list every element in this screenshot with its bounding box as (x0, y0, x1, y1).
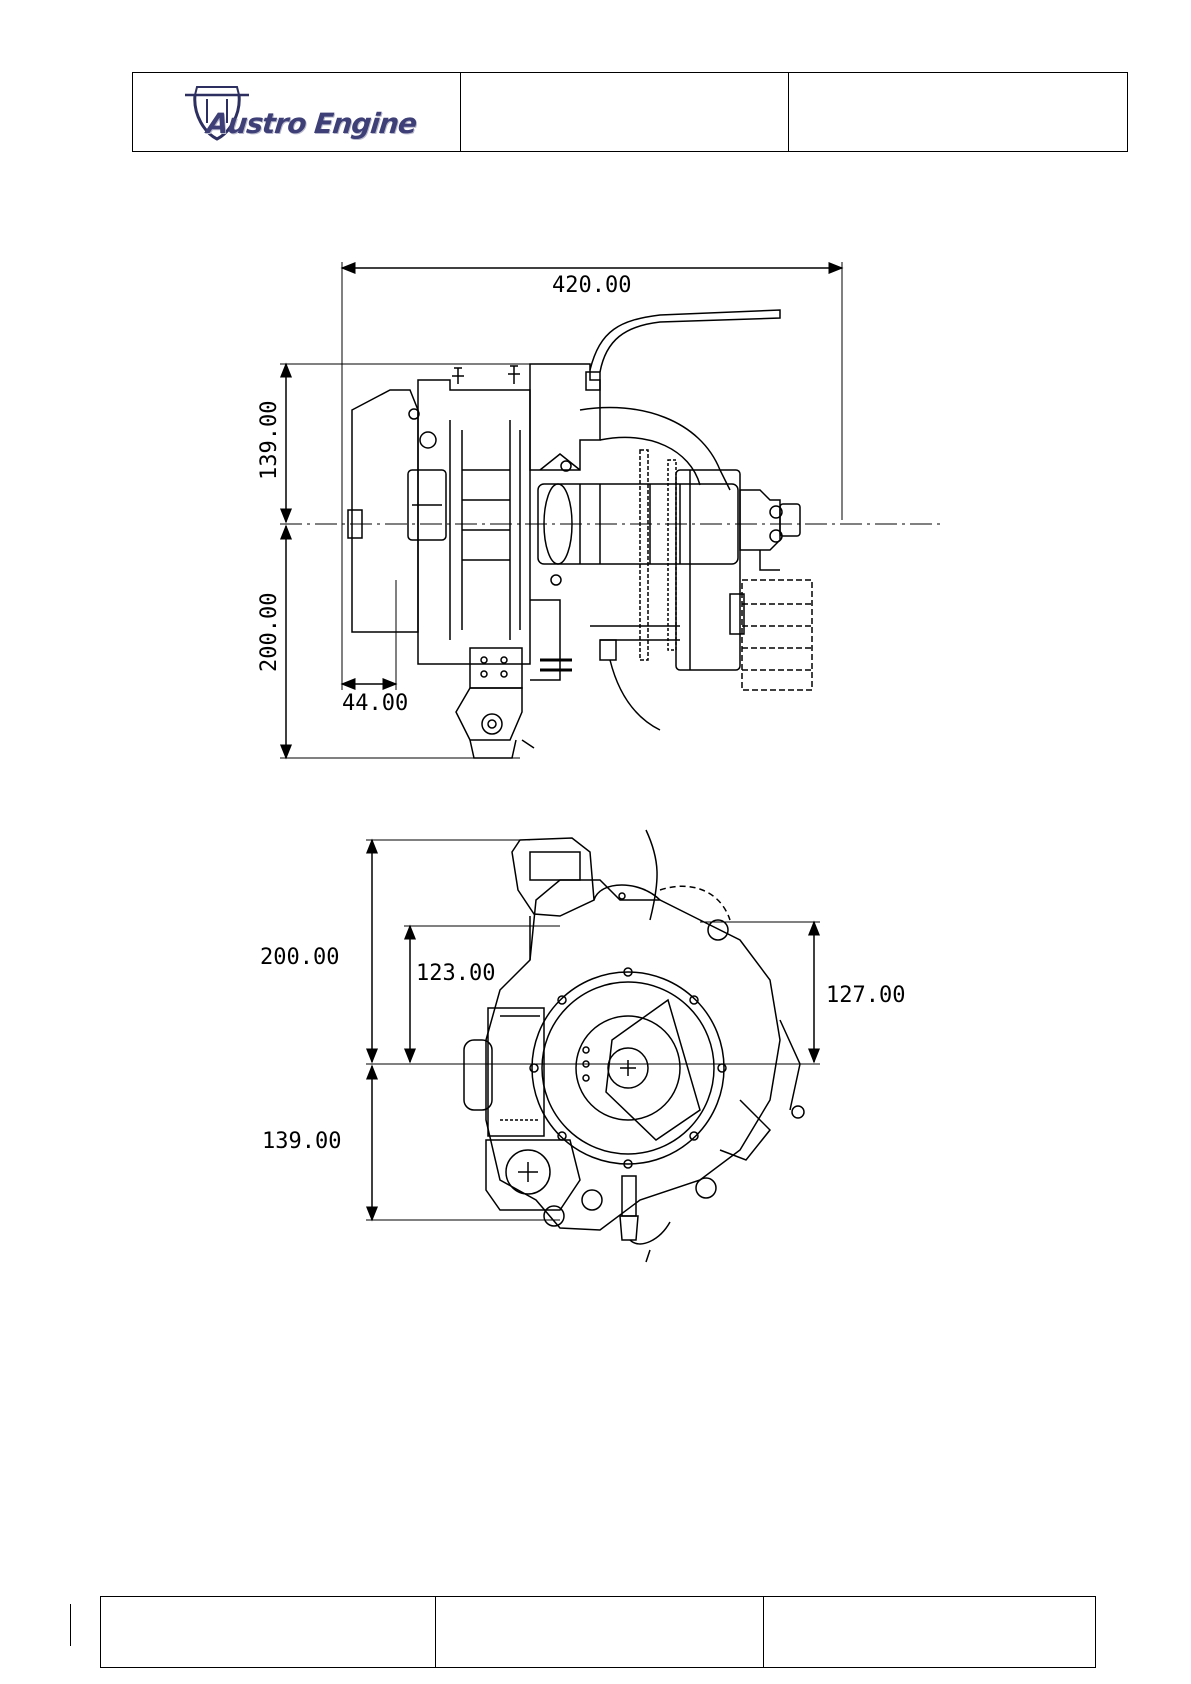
side-view (280, 262, 940, 758)
margin-bar (70, 1604, 71, 1646)
dim-right: 127.00 (826, 983, 905, 1008)
front-view (366, 830, 820, 1262)
footer-cell-3 (764, 1597, 1095, 1667)
footer-table (100, 1596, 1096, 1668)
footer-cell-1 (101, 1597, 436, 1667)
dim-bottom: 139.00 (262, 1129, 341, 1154)
dim-top-inner: 123.00 (416, 961, 495, 986)
footer-cell-2 (436, 1597, 763, 1667)
dim-overall-length: 420.00 (552, 273, 631, 298)
dim-offset: 44.00 (342, 691, 408, 716)
dim-below-axis: 200.00 (257, 593, 282, 672)
dim-top-total: 200.00 (260, 945, 339, 970)
dim-above-axis: 139.00 (257, 401, 282, 480)
